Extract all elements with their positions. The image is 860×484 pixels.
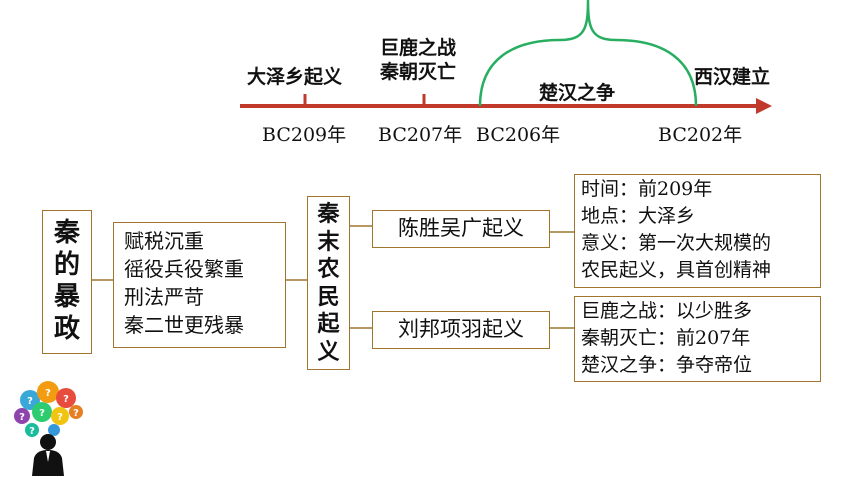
- svg-text:?: ?: [39, 408, 45, 419]
- svg-text:?: ?: [45, 388, 51, 399]
- tyranny-item-4: 秦二世更残暴: [124, 313, 244, 337]
- chu-han-bracket: [478, 0, 698, 107]
- title-char-3: 暴: [53, 282, 80, 312]
- timeline-graphic: [240, 0, 772, 114]
- event-julu-qin-fall: 巨鹿之战 秦朝灭亡: [380, 36, 456, 84]
- title-box: 秦 的 暴 政: [42, 210, 92, 354]
- title-char-2: 的: [53, 250, 80, 280]
- detail-significance: 意义：第一次大规模的: [581, 232, 772, 254]
- title-char-4: 政: [53, 314, 80, 344]
- detail-qin-fall: 秦朝灭亡：前207年: [581, 327, 751, 349]
- branch-liu-xiang: 刘邦项羽起义: [372, 311, 550, 349]
- detail-chu-han: 楚汉之争：争夺帝位: [581, 354, 753, 376]
- svg-text:?: ?: [27, 396, 33, 407]
- diagram-connectors: [92, 225, 574, 329]
- detail-time: 时间：前209年: [581, 178, 713, 200]
- svg-text:?: ?: [19, 412, 25, 423]
- tyranny-item-2: 徭役兵役繁重: [124, 257, 244, 281]
- branch-chen-wu: 陈胜吴广起义: [372, 210, 550, 248]
- center-char-6: 义: [317, 338, 340, 365]
- detail-julu: 巨鹿之战：以少胜多: [581, 300, 753, 322]
- svg-text:?: ?: [57, 412, 63, 423]
- year-bc207: BC207年: [378, 124, 463, 146]
- center-char-2: 末: [317, 228, 340, 255]
- tyranny-item-3: 刑法严苛: [124, 285, 204, 309]
- detail-significance-cont: 农民起义，具首创精神: [581, 259, 772, 281]
- svg-text:?: ?: [63, 394, 69, 405]
- span-chu-han-label: 楚汉之争: [539, 82, 616, 104]
- event-dazexiang: 大泽乡起义: [247, 66, 343, 88]
- center-box: 秦 末 农 民 起 义: [307, 196, 350, 370]
- svg-text:?: ?: [29, 426, 35, 437]
- tyranny-item-1: 赋税沉重: [124, 229, 204, 253]
- details-chen-wu: 时间：前209年 地点：大泽乡 意义：第一次大规模的 农民起义，具首创精神: [574, 174, 821, 288]
- year-bc206: BC206年: [476, 124, 561, 146]
- center-char-5: 起: [317, 311, 340, 337]
- title-char-1: 秦: [53, 218, 80, 248]
- event-julu-label: 巨鹿之战: [380, 37, 457, 59]
- year-bc209: BC209年: [262, 124, 347, 146]
- person-with-question-bubbles-icon: ??? ??? ??: [14, 381, 83, 476]
- timeline-arrowhead: [756, 98, 772, 114]
- center-char-1: 秦: [317, 201, 340, 227]
- event-qin-fall-label: 秦朝灭亡: [380, 61, 457, 83]
- tyranny-list-box: 赋税沉重 徭役兵役繁重 刑法严苛 秦二世更残暴: [113, 222, 286, 348]
- center-char-4: 民: [317, 283, 340, 310]
- center-char-3: 农: [317, 256, 340, 282]
- details-liu-xiang: 巨鹿之战：以少胜多 秦朝灭亡：前207年 楚汉之争：争夺帝位: [574, 296, 821, 382]
- year-bc202: BC202年: [658, 124, 743, 146]
- detail-place: 地点：大泽乡: [581, 205, 696, 227]
- event-western-han: 西汉建立: [694, 66, 771, 88]
- svg-text:?: ?: [73, 408, 79, 419]
